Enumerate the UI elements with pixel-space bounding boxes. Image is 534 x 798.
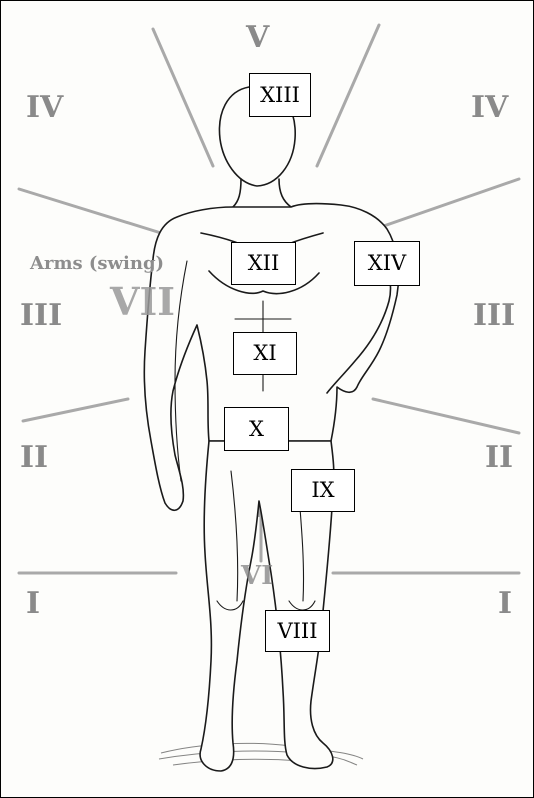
ray-upper-left [19,189,161,233]
ray-lower-right [373,399,519,433]
legs-numeral: VI [241,561,273,591]
ray-lower-left [23,399,128,421]
abdomen-point-box: XI [233,332,297,375]
shoulder-point-box: XIV [354,241,420,286]
scale-numeral-mid-left: III [20,301,62,331]
scale-numeral-bottom-left: I [26,589,40,619]
scale-numeral-top: V [246,23,269,53]
scale-numeral-mid-right: III [473,301,515,331]
shin-point-box: VIII [265,610,330,652]
scale-numeral-lower-right: II [485,443,513,473]
arms-swing-label: Arms (swing) [30,253,164,274]
scale-numeral-upper-left: IV [26,93,63,123]
ray-upper-right [375,179,519,229]
scale-numeral-upper-right: IV [471,93,508,123]
head-point-box: XIII [249,73,311,117]
ray-upper-right-steep [317,25,379,166]
pelvis-point-box: X [224,407,289,451]
ray-upper-left-steep [153,29,213,166]
chest-point-box: XII [231,242,296,285]
arms-numeral: VII [110,279,175,324]
scale-numeral-bottom-right: I [498,589,512,619]
thigh-point-box: IX [291,469,355,512]
scale-numeral-lower-left: II [20,443,48,473]
